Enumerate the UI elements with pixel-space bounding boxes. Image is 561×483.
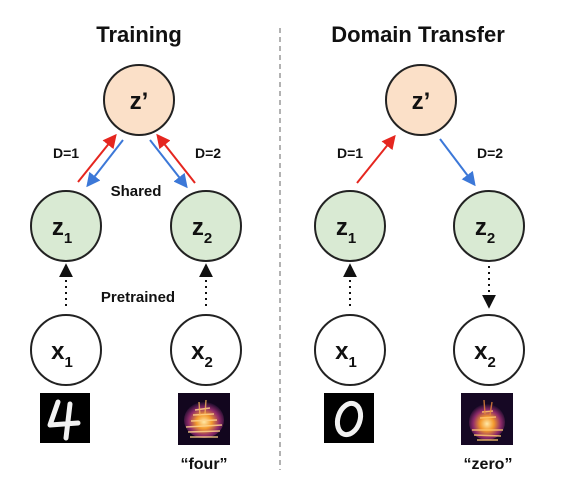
node-z-prime-left xyxy=(103,64,175,136)
spectrogram-image-right xyxy=(461,393,513,445)
node-z2-label-left: z2 xyxy=(192,214,212,247)
edge-label-d2-right: D=2 xyxy=(477,145,503,161)
panel-title-domain-transfer: Domain Transfer xyxy=(331,22,505,47)
node-z2-label-right: z2 xyxy=(475,214,495,247)
node-x1-right xyxy=(314,314,386,386)
node-z2-right xyxy=(453,190,525,262)
caption-four: “four” xyxy=(180,456,227,473)
edge-label-d1-right: D=1 xyxy=(337,145,363,161)
node-z-prime-right xyxy=(385,64,457,136)
node-z1-label-left: z1 xyxy=(52,214,72,247)
edge-label-d1-left: D=1 xyxy=(53,145,79,161)
node-z-prime-label-right: z’ xyxy=(412,88,431,115)
arrow-d1-up-left xyxy=(77,133,117,183)
arrow-d2-down-left xyxy=(149,139,188,189)
shared-label: Shared xyxy=(111,183,162,200)
pretrained-label: Pretrained xyxy=(101,289,175,306)
node-z2-left xyxy=(170,190,242,262)
panel-title-training: Training xyxy=(96,22,182,47)
arrow-d1-up-right xyxy=(356,134,396,184)
node-x2-left xyxy=(170,314,242,386)
node-x2-label-right: x2 xyxy=(474,338,496,371)
node-z1-label-right: z1 xyxy=(336,214,356,247)
node-x2-label-left: x2 xyxy=(191,338,213,371)
edge-label-d2-left: D=2 xyxy=(195,145,221,161)
node-z1-right xyxy=(314,190,386,262)
node-x1-label-right: x1 xyxy=(335,338,357,371)
digit-4-image xyxy=(40,393,90,443)
caption-zero: “zero” xyxy=(464,456,513,473)
arrow-d2-down-right xyxy=(439,138,476,187)
node-x2-right xyxy=(453,314,525,386)
arrow-d1-down-left xyxy=(86,139,124,188)
node-x1-left xyxy=(30,314,102,386)
spectrogram-image-left xyxy=(178,393,230,445)
node-x1-label-left: x1 xyxy=(51,338,73,371)
digit-0-image xyxy=(324,393,374,443)
node-z1-left xyxy=(30,190,102,262)
node-z-prime-label-left: z’ xyxy=(130,88,149,115)
arrow-d2-up-left xyxy=(156,133,196,184)
